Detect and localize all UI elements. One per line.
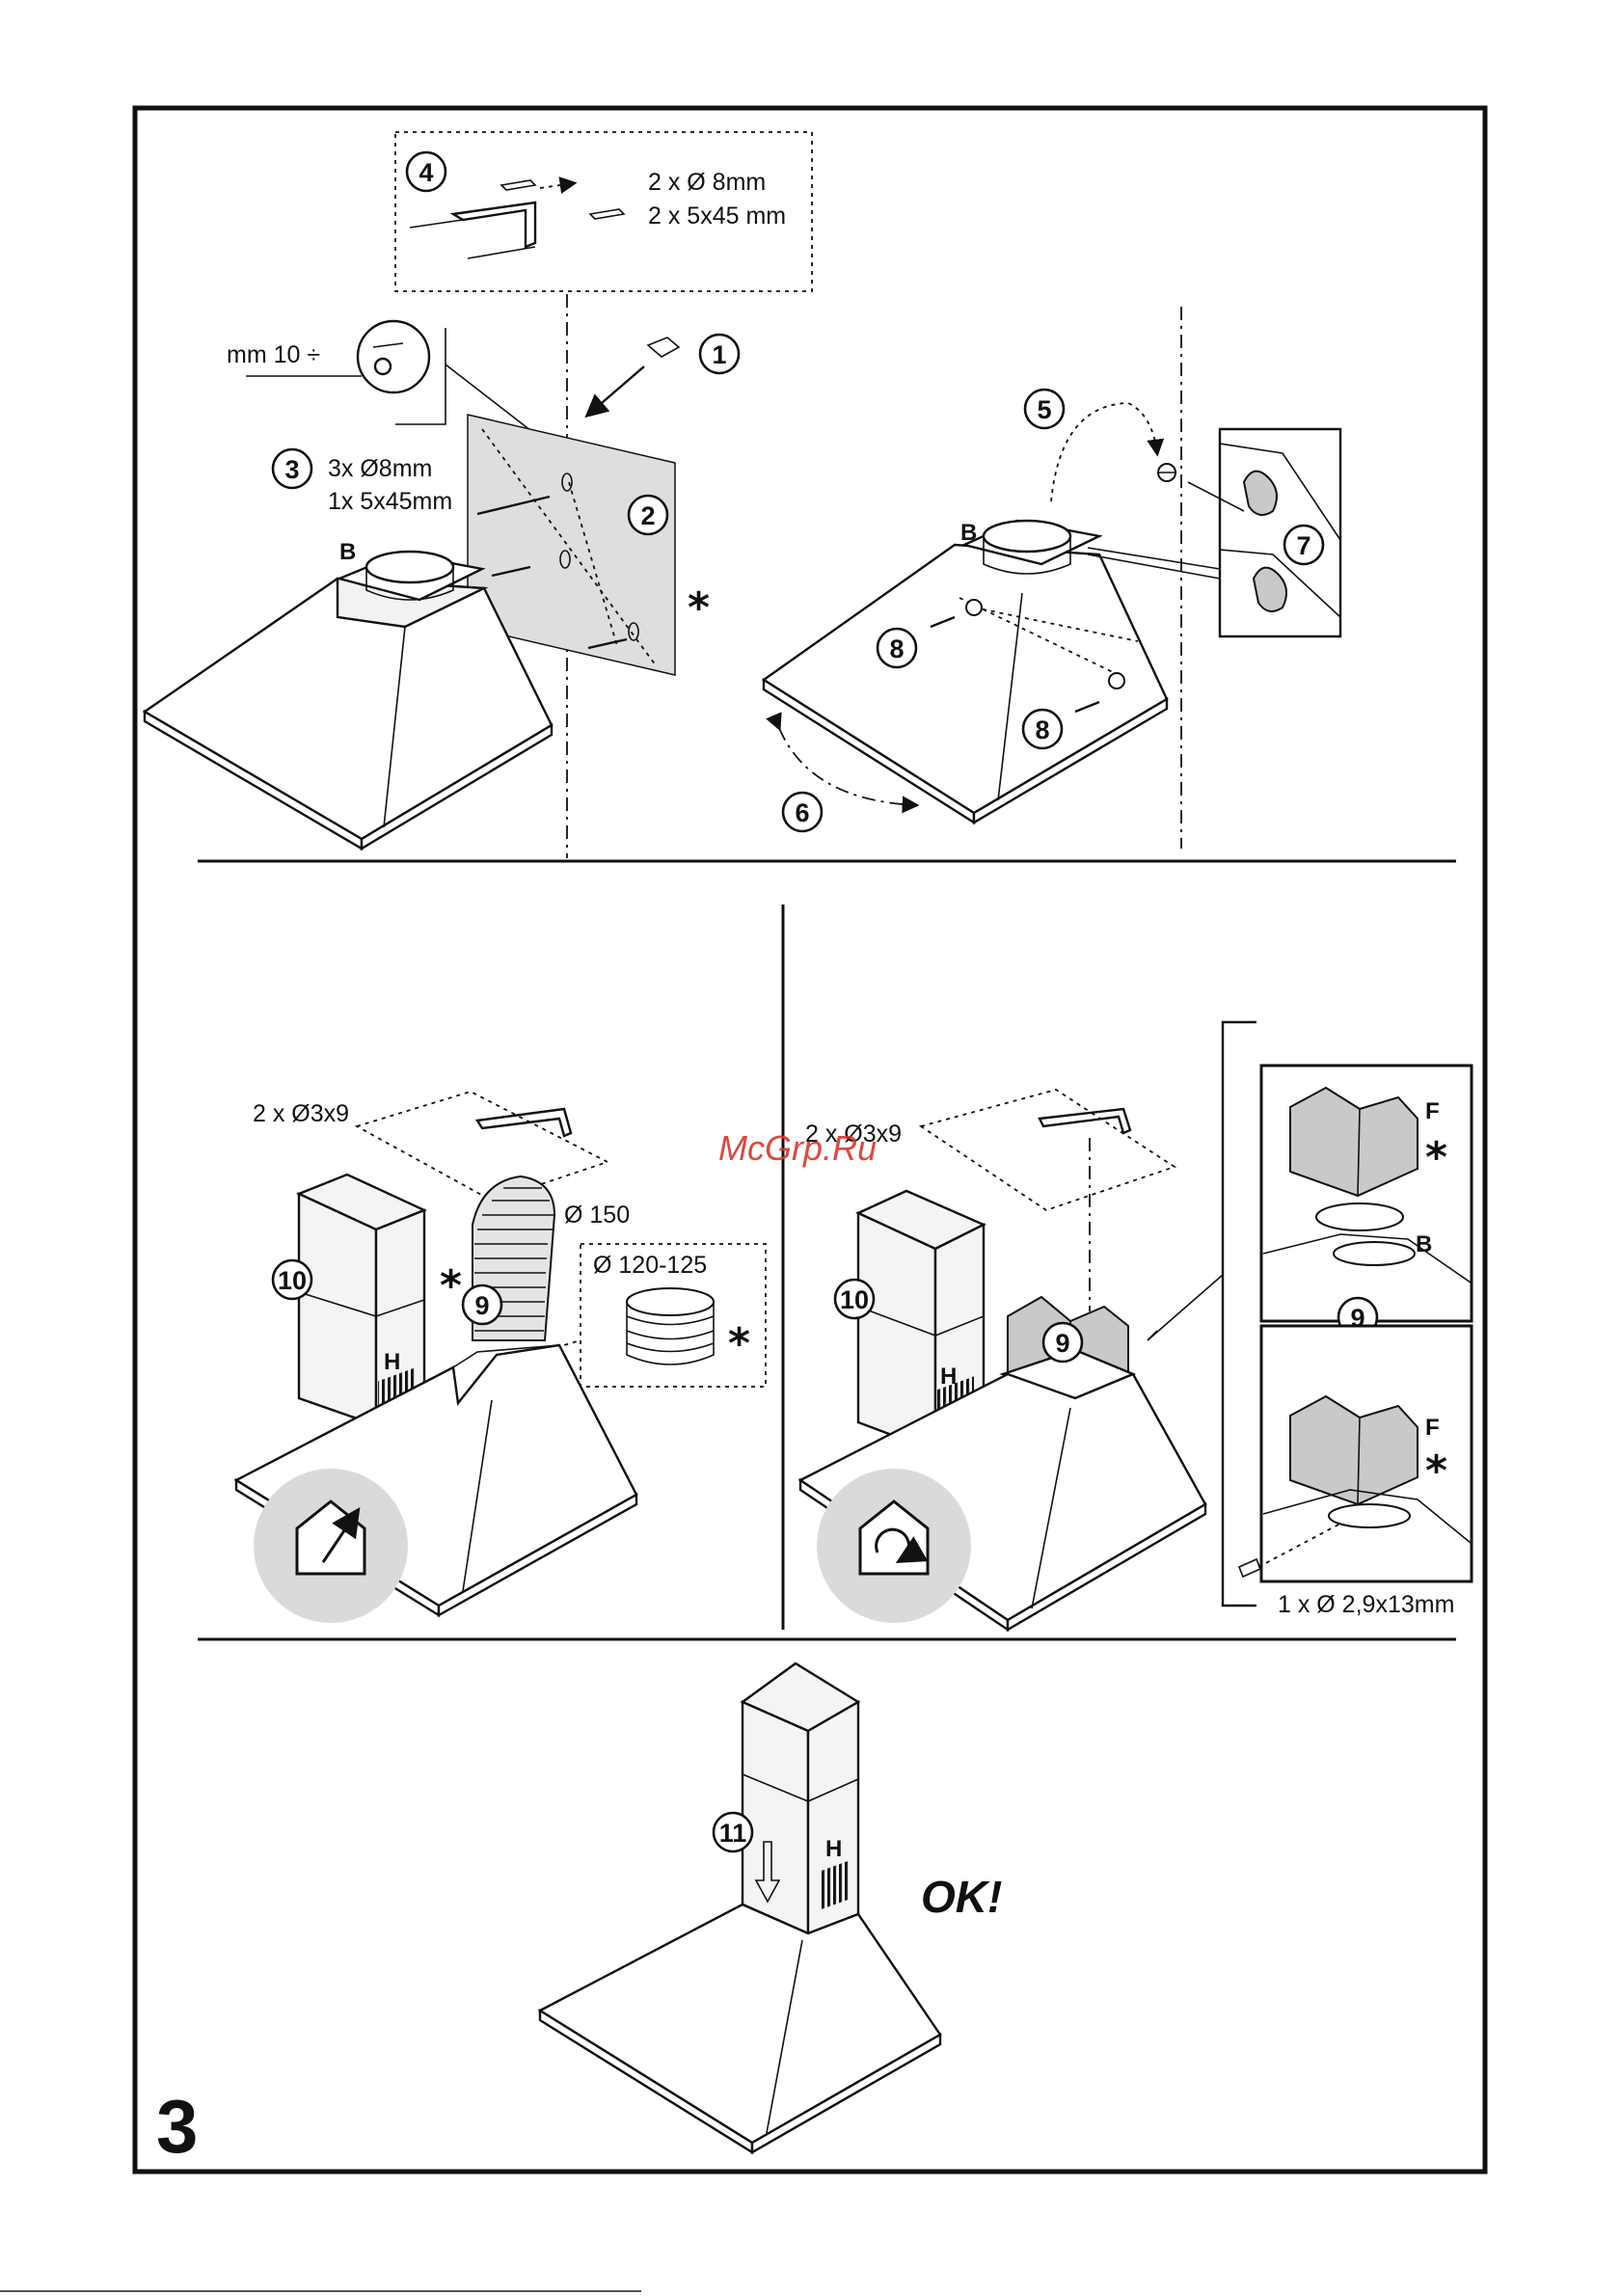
svg-text:7: 7 <box>1296 531 1310 560</box>
clearance-label: mm 10 ÷ <box>227 341 320 368</box>
clearance-detail <box>358 321 429 392</box>
panel-hang-hood: B 5 7 8 8 6 <box>764 307 1340 849</box>
chimney: H <box>743 1663 858 1933</box>
svg-text:9: 9 <box>1055 1329 1069 1358</box>
chimney-grille-label: H <box>825 1836 842 1862</box>
filter-detail-top: F * B <box>1261 1066 1472 1321</box>
hood-body: B <box>764 520 1167 823</box>
optional-mark: * <box>440 1261 462 1310</box>
chimney-screws-label: 2 x Ø3x9 <box>253 1100 349 1127</box>
step4-screws-label: 2 x 5x45 mm <box>648 203 786 230</box>
optional-mark: * <box>728 1319 750 1368</box>
svg-text:1: 1 <box>712 340 726 369</box>
step3-plugs-label: 3x Ø8mm <box>328 455 432 482</box>
optional-mark: * <box>1425 1446 1447 1496</box>
chimney-grille-label: H <box>384 1349 400 1375</box>
ducted-mode-icon <box>254 1469 408 1623</box>
svg-text:6: 6 <box>795 798 809 827</box>
filter-label: F <box>1425 1415 1440 1441</box>
svg-text:8: 8 <box>889 635 904 663</box>
duct-flange-label: B <box>339 539 356 565</box>
wall-bracket <box>410 180 624 258</box>
panel-recirculation: 2 x Ø3x9 H 10 9 <box>800 1022 1472 1630</box>
adapter-diameter-label: Ø 120-125 <box>593 1252 707 1279</box>
panel-wall-fixing: 4 2 x Ø 8mm 2 x 5x45 mm mm 10 ÷ 1 2 * <box>145 132 812 858</box>
filter-label: F <box>1425 1098 1440 1124</box>
svg-text:2: 2 <box>640 501 655 530</box>
duct-diameter-label: Ø 150 <box>564 1202 630 1229</box>
filter-detail-bottom: F * <box>1239 1326 1472 1581</box>
duct-flange-label: B <box>960 520 977 546</box>
optional-mark: * <box>688 583 710 633</box>
filter-screw-label: 1 x Ø 2,9x13mm <box>1278 1591 1454 1618</box>
duct-adapter <box>627 1288 714 1364</box>
chimney-grille-label: H <box>940 1364 957 1390</box>
chimney: H <box>299 1175 424 1425</box>
svg-text:10: 10 <box>840 1285 869 1314</box>
svg-text:5: 5 <box>1037 395 1051 424</box>
svg-text:11: 11 <box>719 1819 747 1848</box>
svg-text:8: 8 <box>1035 716 1049 744</box>
recirculation-mode-icon <box>817 1469 971 1623</box>
svg-text:10: 10 <box>278 1266 307 1295</box>
watermark: McGrp.Ru <box>718 1128 877 1168</box>
step4-plugs-label: 2 x Ø 8mm <box>648 169 766 196</box>
hood-body <box>540 1904 940 2152</box>
duct-flange-label: B <box>1416 1231 1432 1257</box>
panel-final: H 11 OK! <box>540 1663 1002 2152</box>
page-number: 3 <box>156 2084 198 2169</box>
svg-text:9: 9 <box>474 1291 489 1320</box>
svg-text:3: 3 <box>284 455 299 484</box>
panel-ducted: 2 x Ø3x9 H 10 9 * Ø 150 Ø 120-125 <box>236 1092 766 1623</box>
optional-mark: * <box>1425 1133 1447 1182</box>
ok-label: OK! <box>921 1872 1002 1922</box>
svg-text:4: 4 <box>419 158 433 187</box>
step3-screws-label: 1x 5x45mm <box>328 488 452 515</box>
